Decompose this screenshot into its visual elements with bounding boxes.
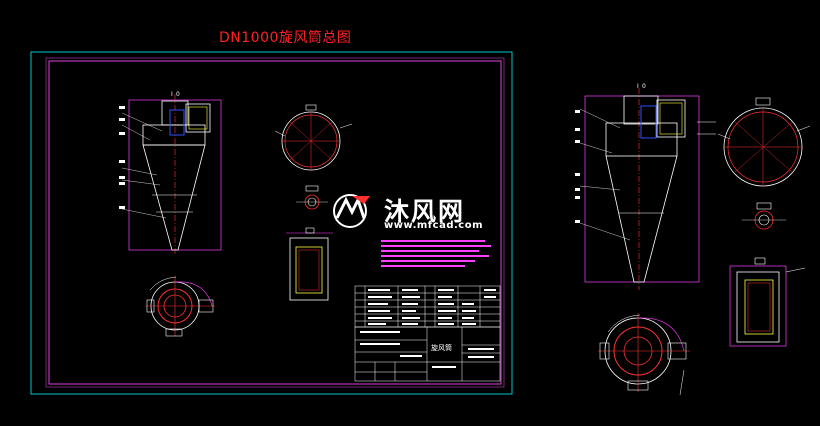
inner-frame xyxy=(48,60,502,385)
plan-view-circle-left xyxy=(274,104,353,171)
inlet-detail-right xyxy=(729,257,806,347)
bottom-plan-view-right xyxy=(598,313,690,396)
watermark-url: www.mfcad.com xyxy=(384,220,483,231)
plan-view-circle-right xyxy=(717,97,811,187)
small-flange-left xyxy=(296,185,328,210)
bottom-plan-view-left xyxy=(145,276,215,337)
view-label-top-right-2: 0 xyxy=(642,83,646,90)
view-label-top-left-2: 0 xyxy=(176,91,180,98)
watermark-logo-icon xyxy=(333,194,370,228)
title-block-part-name: 旋风筒 xyxy=(431,344,452,352)
cyclone-elevation-left xyxy=(119,94,222,256)
view-label-top-left: I xyxy=(171,91,173,98)
title-block xyxy=(354,326,501,382)
parts-list-text xyxy=(368,289,496,325)
inlet-detail-left xyxy=(286,227,333,301)
view-label-top-right: I xyxy=(637,83,639,90)
inner-frame-line xyxy=(45,57,505,388)
watermark-brand: 沐风网 xyxy=(384,197,466,226)
outer-frame xyxy=(30,51,513,395)
technical-notes-left xyxy=(381,240,491,267)
parts-list-table xyxy=(354,285,501,328)
drawing-title: DN1000旋风筒总图 xyxy=(219,30,352,46)
title-block-fill xyxy=(360,331,494,368)
cyclone-elevation-right xyxy=(575,88,716,290)
small-flange-right xyxy=(742,202,786,230)
